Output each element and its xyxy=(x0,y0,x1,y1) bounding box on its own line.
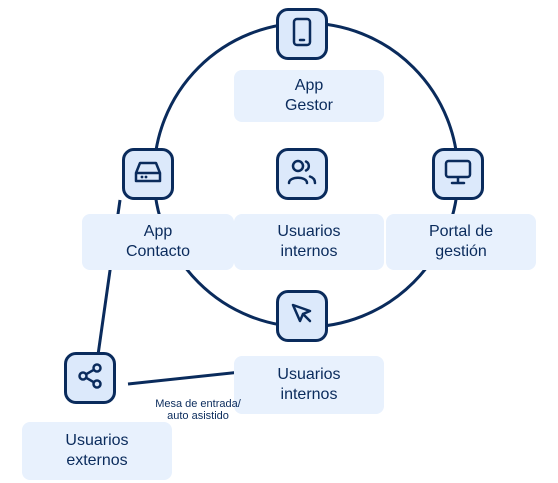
smartphone-icon xyxy=(289,17,315,52)
app-contacto-label-line2: Contacto xyxy=(125,243,191,260)
monitor-icon xyxy=(443,158,473,191)
portal-gestion-label-line1: Portal de xyxy=(428,223,494,240)
portal-gestion-label-line2: gestión xyxy=(435,243,487,260)
app-gestor-label-line2: Gestor xyxy=(284,97,333,114)
app-contacto-node[interactable] xyxy=(122,148,174,200)
edge-label-mesa-de-entrada: Mesa de entrada/ auto asistido xyxy=(138,398,258,422)
usuarios-externos-label-line1: Usuarios xyxy=(65,432,129,449)
edge-label-line2: auto asistido xyxy=(167,410,229,422)
usuarios-internos-center-label-line2: internos xyxy=(280,243,338,260)
usuarios-internos-center-label: Usuarios internos xyxy=(234,214,384,270)
usuarios-externos-label: Usuarios externos xyxy=(22,422,172,480)
usuarios-externos-node[interactable] xyxy=(64,352,116,404)
app-gestor-label: App Gestor xyxy=(234,70,384,122)
usuarios-internos-center-label-line1: Usuarios xyxy=(277,223,341,240)
usuarios-internos-bottom-label-line1: Usuarios xyxy=(277,366,341,383)
usuarios-internos-bottom-label-line2: internos xyxy=(280,386,338,403)
app-gestor-node[interactable] xyxy=(276,8,328,60)
portal-gestion-label: Portal de gestión xyxy=(386,214,536,270)
portal-gestion-node[interactable] xyxy=(432,148,484,200)
users-icon xyxy=(286,158,318,191)
edge-label-line1: Mesa de entrada/ xyxy=(155,398,241,410)
usuarios-internos-bottom-label: Usuarios internos xyxy=(234,356,384,414)
app-contacto-label-line1: App xyxy=(143,223,173,240)
usuarios-internos-center-node[interactable] xyxy=(276,148,328,200)
share-icon xyxy=(76,362,104,395)
usuarios-internos-bottom-node[interactable] xyxy=(276,290,328,342)
app-contacto-label: App Contacto xyxy=(82,214,234,270)
usuarios-externos-label-line2: externos xyxy=(66,452,128,469)
app-gestor-label-line1: App xyxy=(294,77,324,94)
cursor-icon xyxy=(288,300,316,333)
hard-drive-icon xyxy=(133,159,163,190)
